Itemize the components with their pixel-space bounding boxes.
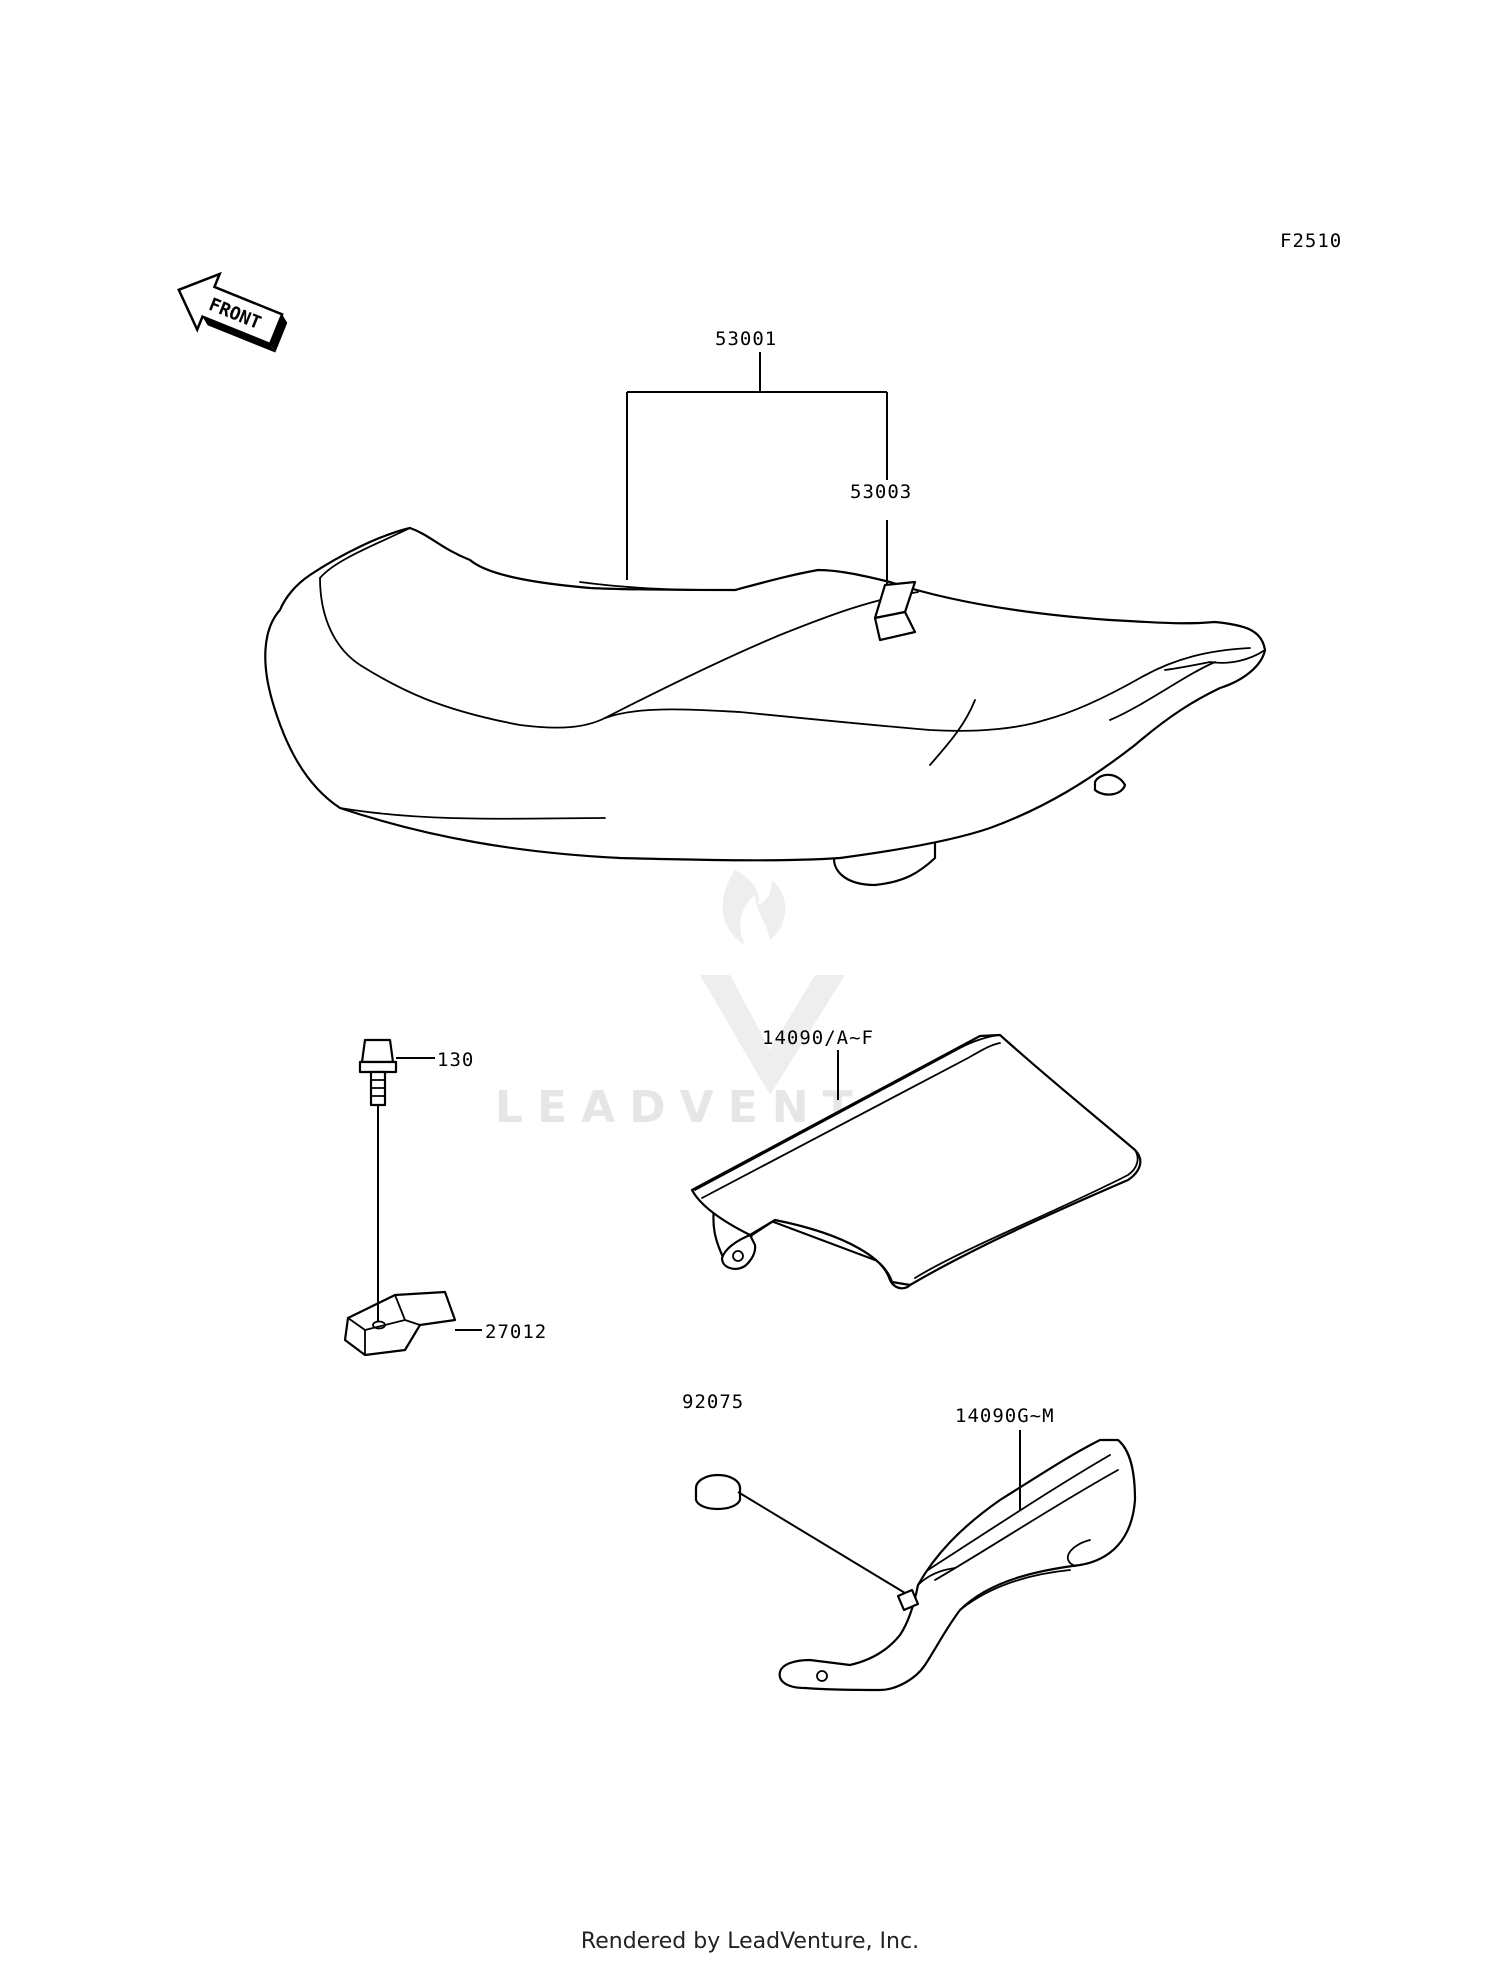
callout-14090-a: 14090/A~F	[762, 1027, 874, 1049]
seat-cover-g	[778, 1438, 1137, 1692]
damper-92075	[694, 1473, 742, 1511]
callout-53003: 53003	[850, 481, 912, 503]
bolt-130	[358, 1038, 398, 1107]
diagram-id: F2510	[1280, 230, 1342, 252]
callout-27012: 27012	[485, 1321, 547, 1343]
front-arrow-icon: FRONT	[177, 271, 288, 353]
callout-14090-g: 14090G~M	[955, 1405, 1055, 1427]
callout-92075: 92075	[682, 1391, 744, 1413]
seat-assembly	[264, 526, 1267, 887]
callout-130: 130	[437, 1049, 474, 1071]
leader-lines	[377, 352, 1021, 1594]
footer-credit: Rendered by LeadVenture, Inc.	[581, 1929, 919, 1954]
seat-cover-a	[690, 1033, 1142, 1290]
callout-53001: 53001	[715, 328, 777, 350]
clamp-27012	[343, 1290, 457, 1357]
